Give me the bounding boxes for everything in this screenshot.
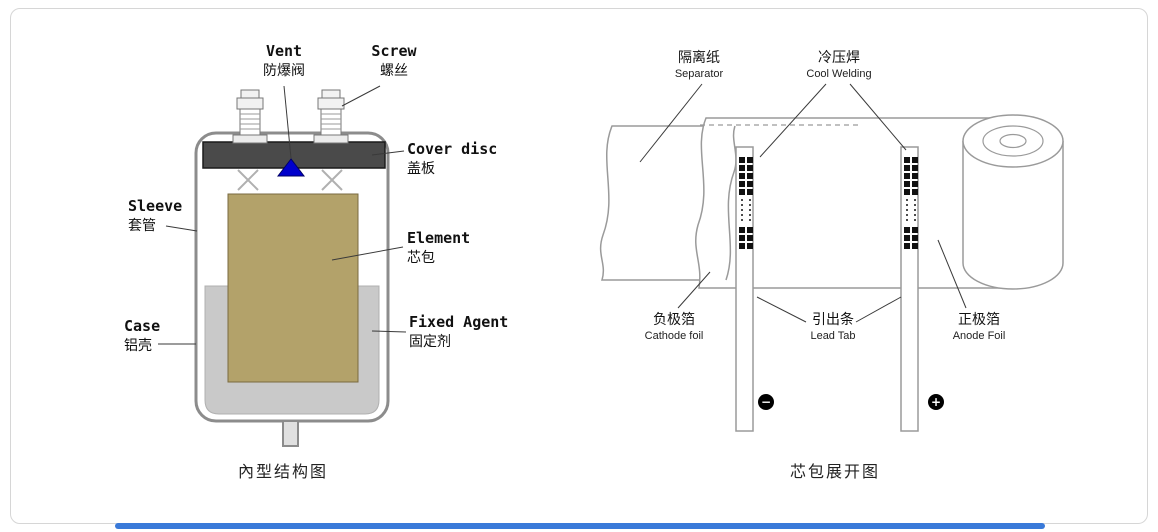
label-cool-welding-en: Cool Welding bbox=[806, 67, 872, 80]
diagram-element-unrolled bbox=[599, 83, 1064, 432]
label-vent-zh: 防爆阀 bbox=[263, 62, 305, 79]
label-screw-en: Screw bbox=[371, 42, 417, 60]
label-fixed-agent: Fixed Agent 固定剂 bbox=[409, 313, 508, 351]
right-leader-lines bbox=[639, 83, 967, 323]
diagram-capacitor-internal bbox=[158, 85, 407, 447]
leader-separator bbox=[639, 83, 703, 163]
leader-lead-tab-left bbox=[756, 296, 807, 323]
polarity-plus-badge: + bbox=[928, 394, 944, 410]
leader-welding-right bbox=[849, 83, 907, 151]
label-sleeve-en: Sleeve bbox=[128, 197, 183, 215]
lead-tab-anode bbox=[900, 146, 919, 432]
label-separator-en: Separator bbox=[674, 67, 724, 80]
label-case: Case 铝壳 bbox=[124, 317, 160, 355]
leader-sleeve bbox=[165, 225, 198, 232]
label-sleeve-zh: 套管 bbox=[128, 217, 156, 234]
leader-lead-tab-right bbox=[855, 296, 902, 323]
label-case-zh: 铝壳 bbox=[124, 337, 152, 354]
leader-anode-foil bbox=[937, 239, 967, 309]
label-anode-foil: 正极箔 Anode Foil bbox=[935, 310, 1023, 344]
label-cool-welding: 冷压焊 Cool Welding bbox=[793, 48, 885, 82]
label-cover-disc-en: Cover disc bbox=[407, 140, 498, 158]
left-leader-lines bbox=[158, 85, 407, 345]
bottom-stub bbox=[282, 420, 299, 447]
bottom-accent-bar bbox=[115, 523, 1045, 529]
crimp-spring-left bbox=[237, 169, 259, 191]
label-lead-tab: 引出条 Lead Tab bbox=[795, 310, 871, 344]
label-anode-foil-zh: 正极箔 bbox=[958, 311, 1000, 327]
leader-welding-left bbox=[759, 83, 827, 158]
label-element-en: Element bbox=[407, 229, 471, 247]
label-anode-foil-en: Anode Foil bbox=[952, 329, 1006, 342]
label-screw: Screw 螺丝 bbox=[362, 42, 426, 80]
leader-cathode-foil bbox=[677, 271, 711, 309]
right-diagram-caption: 芯包展开图 bbox=[789, 464, 880, 481]
label-cool-welding-zh: 冷压焊 bbox=[818, 49, 860, 65]
screw-terminal-left bbox=[232, 89, 268, 144]
label-case-en: Case bbox=[124, 317, 161, 335]
crimp-spring-right bbox=[321, 169, 343, 191]
leader-fixed-agent bbox=[371, 330, 407, 333]
label-fixed-agent-en: Fixed Agent bbox=[409, 313, 509, 331]
label-cover-disc-zh: 盖板 bbox=[407, 160, 435, 177]
screw-terminal-right bbox=[313, 89, 349, 144]
label-element-zh: 芯包 bbox=[407, 249, 435, 266]
label-vent-en: Vent bbox=[265, 42, 303, 60]
lead-tab-cathode bbox=[735, 146, 754, 432]
label-screw-zh: 螺丝 bbox=[380, 62, 408, 79]
label-vent: Vent 防爆阀 bbox=[248, 42, 320, 80]
label-cathode-foil-en: Cathode foil bbox=[644, 329, 704, 342]
leader-element bbox=[331, 246, 404, 261]
vent-triangle bbox=[276, 158, 306, 177]
label-cover-disc: Cover disc 盖板 bbox=[407, 140, 497, 178]
label-lead-tab-zh: 引出条 bbox=[812, 311, 854, 327]
cathode-sheet-edge bbox=[725, 125, 737, 281]
label-separator: 隔离纸 Separator bbox=[657, 48, 741, 82]
wound-roll bbox=[962, 114, 1064, 290]
polarity-minus-badge: − bbox=[758, 394, 774, 410]
label-fixed-agent-zh: 固定剂 bbox=[409, 333, 451, 350]
element-block bbox=[227, 193, 359, 383]
left-diagram-caption: 內型结构图 bbox=[237, 464, 328, 481]
label-element: Element 芯包 bbox=[407, 229, 470, 267]
label-cathode-foil: 负极箔 Cathode foil bbox=[628, 310, 720, 344]
leader-cover-disc bbox=[371, 150, 405, 156]
leader-vent bbox=[283, 85, 292, 159]
label-separator-zh: 隔离纸 bbox=[678, 49, 720, 65]
label-sleeve: Sleeve 套管 bbox=[128, 197, 182, 235]
label-lead-tab-en: Lead Tab bbox=[810, 329, 856, 342]
label-cathode-foil-zh: 负极箔 bbox=[653, 311, 695, 327]
leader-screw bbox=[341, 85, 381, 107]
